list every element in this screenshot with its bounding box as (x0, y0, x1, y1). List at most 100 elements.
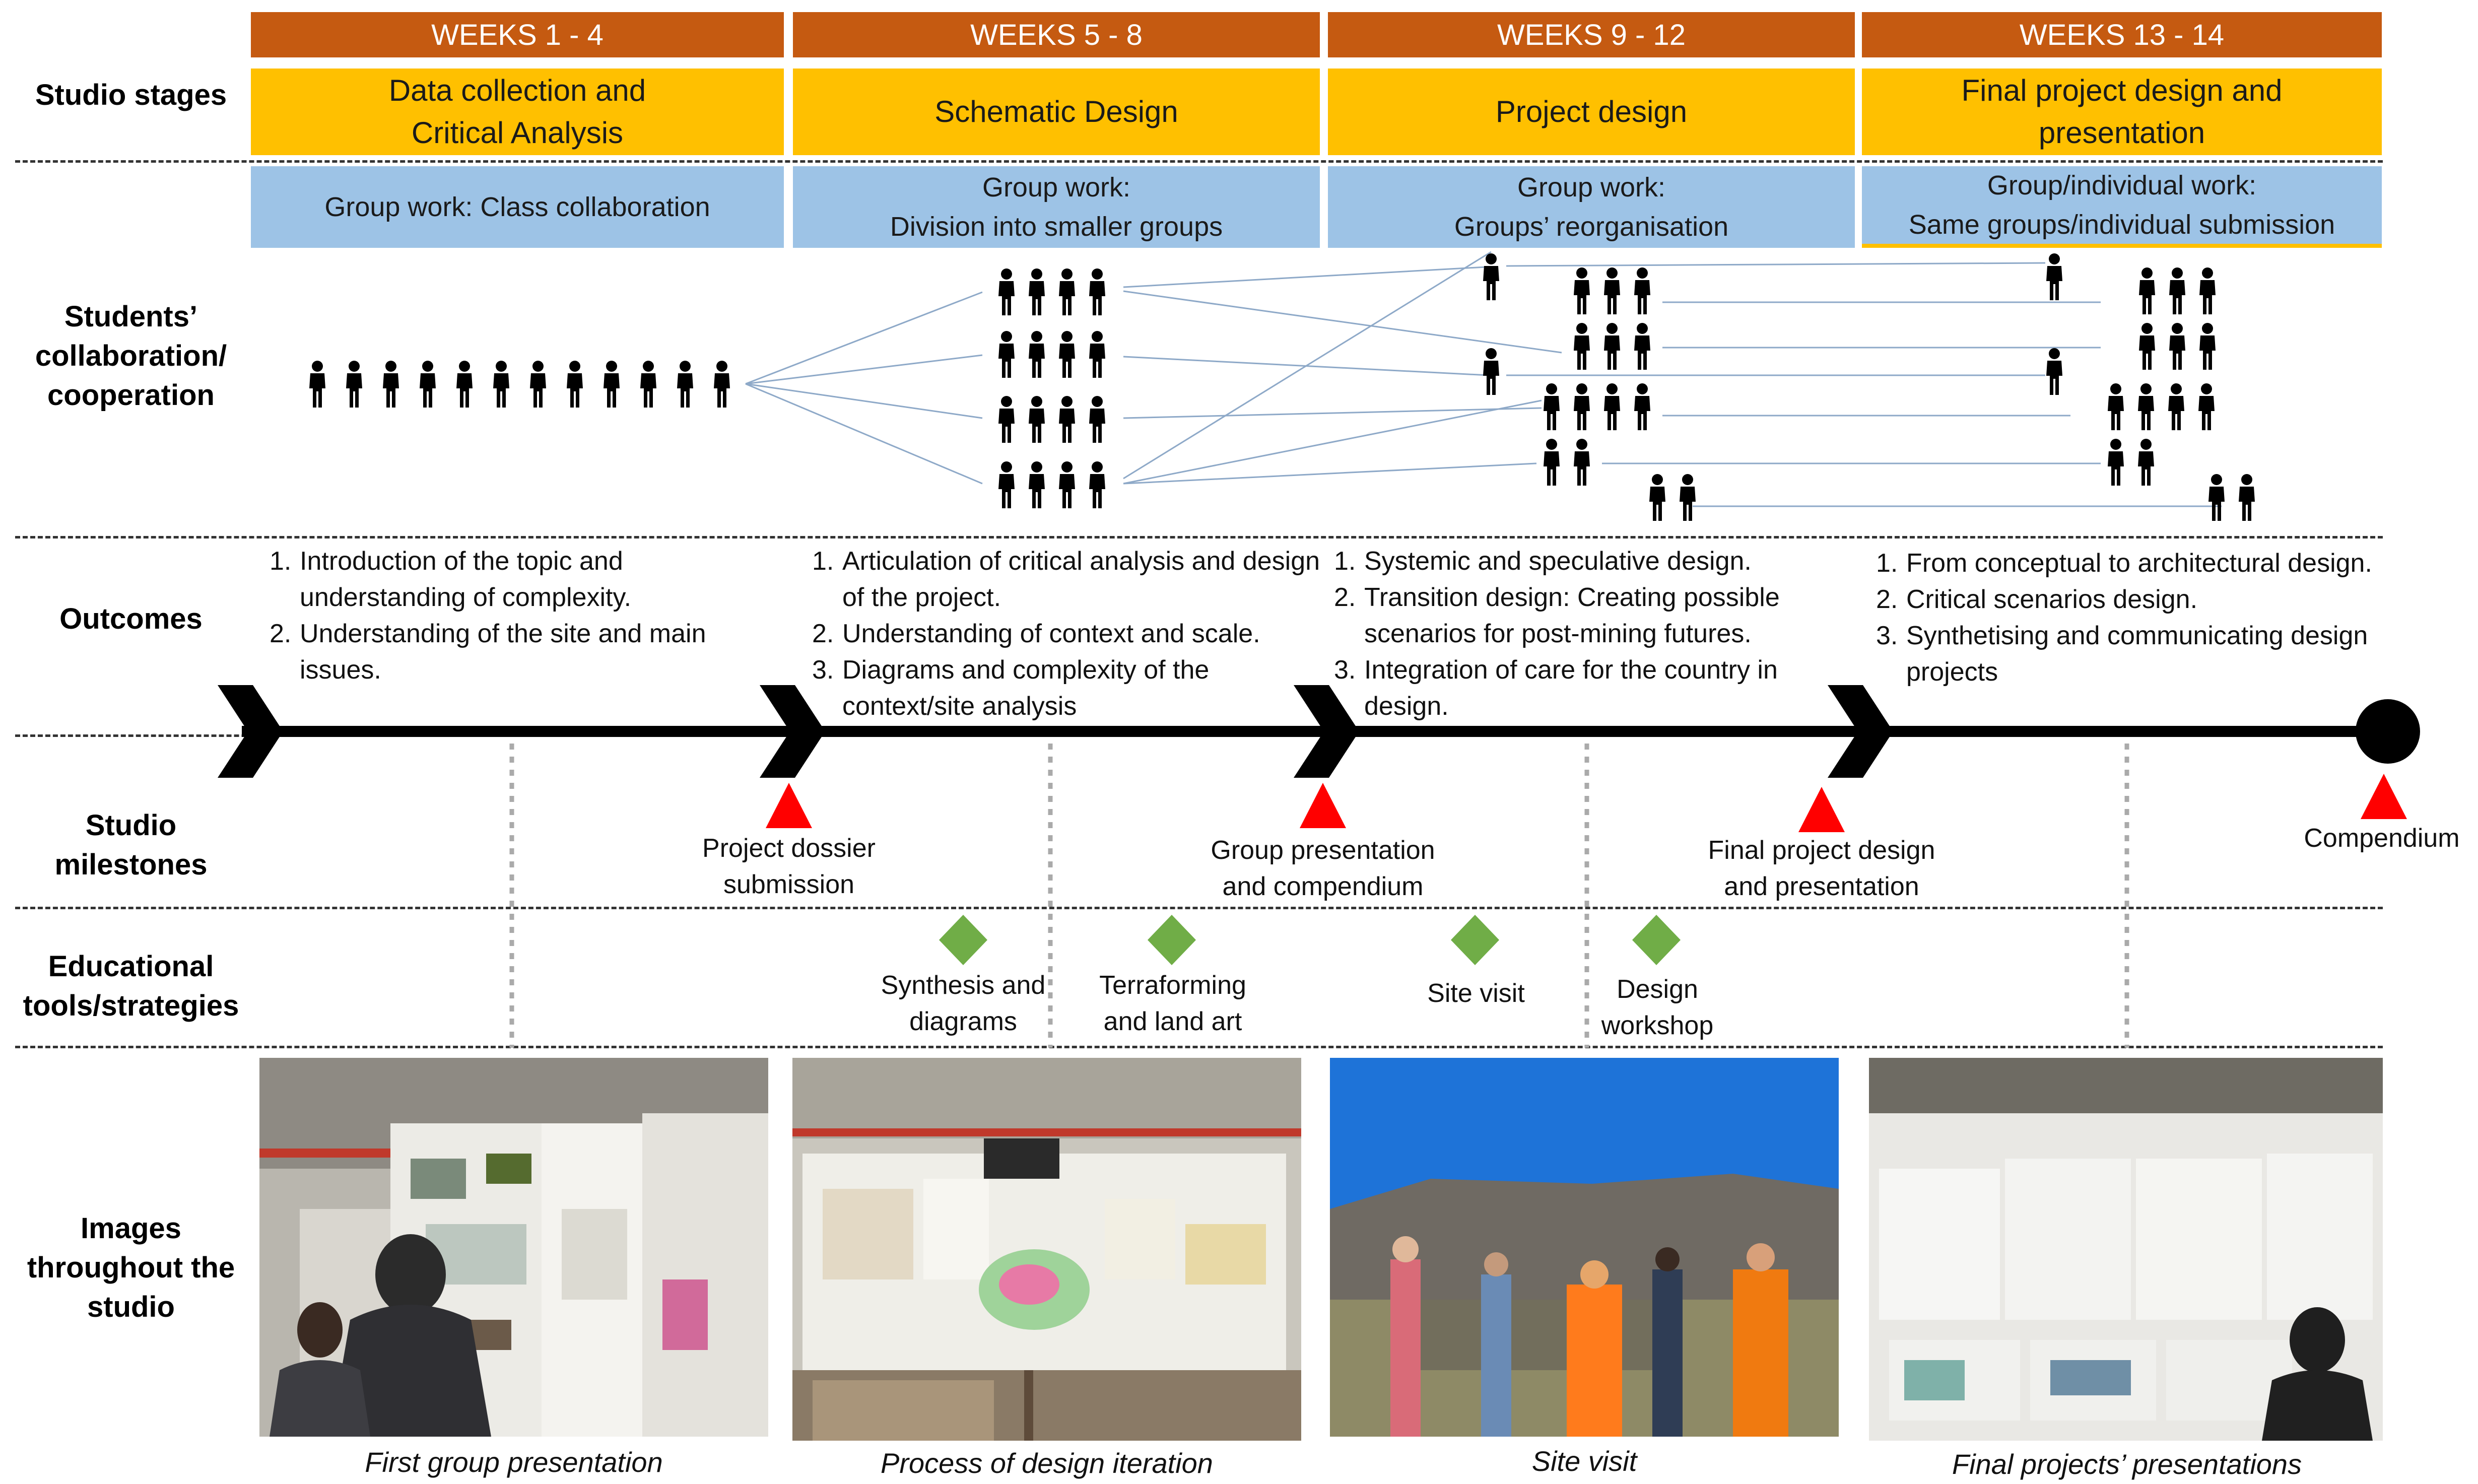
timeline (218, 685, 2420, 1048)
photo-illustration (1869, 1058, 2383, 1441)
stage-box-3: Project design (1328, 69, 1855, 155)
connector-line (1123, 251, 1492, 480)
photo-site-visit (1330, 1058, 1839, 1437)
group-work-box-1: Group work: Class collaboration (251, 166, 784, 248)
outcome-item: 2.Understanding of context and scale. (812, 619, 1260, 648)
person-icon (998, 268, 1015, 315)
person-icon (309, 361, 325, 408)
collaboration-network (309, 251, 2255, 521)
person-icon (493, 361, 509, 408)
chevron-arrow-icon (760, 685, 825, 778)
person-icon (1059, 268, 1075, 315)
person-icon (1089, 331, 1105, 378)
weeks-bar-4: WEEKS 13 - 14 (1862, 12, 2382, 57)
tool-label-design-workshop: Design workshop (1601, 975, 1714, 1040)
green-diamond-icon (1632, 915, 1681, 965)
outcome-item: 3.Diagrams and complexity of the context… (812, 655, 1210, 721)
connector-line (1123, 290, 1562, 354)
person-icon (1634, 383, 1650, 430)
photo-final-presentations (1869, 1058, 2383, 1441)
weeks-bar-3: WEEKS 9 - 12 (1328, 12, 1855, 57)
outcome-item: 3.Synthetising and communicating design … (1876, 621, 2368, 687)
person-icon (2168, 383, 2184, 430)
green-diamond-icon (1451, 915, 1499, 965)
chevron-arrow-icon (1828, 685, 1893, 778)
person-icon (677, 361, 693, 408)
group-work-box-3: Group work: Groups’ reorganisation (1328, 166, 1855, 248)
outcome-item: 2.Understanding of the site and main iss… (270, 619, 706, 685)
person-icon (420, 361, 436, 408)
row-divider (15, 1046, 2383, 1048)
person-icon (604, 361, 620, 408)
stage-box-2: Schematic Design (793, 69, 1320, 155)
row-divider (15, 536, 2383, 538)
person-icon (1029, 268, 1045, 315)
photo-design-iteration (792, 1058, 1301, 1441)
outcome-item: 1.From conceptual to architectural desig… (1876, 549, 2372, 578)
outcome-item: 1.Introduction of the topic and understa… (270, 547, 632, 612)
person-icon (2198, 383, 2215, 430)
row-label-images: Images throughout the studio (27, 1212, 235, 1323)
outcome-item: 3.Integration of care for the country in… (1334, 655, 1778, 721)
person-icon (1059, 461, 1075, 508)
person-icon (1649, 474, 1665, 521)
person-icon (2169, 323, 2185, 370)
person-icon (2138, 383, 2154, 430)
connector-line (745, 354, 983, 385)
row-label-studio-stages: Studio stages (35, 79, 227, 111)
caption-final-presentations: Final projects’ presentations (1952, 1448, 2302, 1480)
green-diamond-icon (1148, 915, 1196, 965)
photo-first-group-presentation (259, 1058, 768, 1437)
person-icon (2139, 323, 2155, 370)
person-icon (1680, 474, 1696, 521)
person-icon (1634, 267, 1650, 314)
person-icon (1029, 396, 1045, 443)
row-label-tools: Educational tools/strategies (23, 950, 239, 1022)
person-icon (1574, 323, 1590, 370)
person-icon (1089, 461, 1105, 508)
outcomes-list-4: 1.From conceptual to architectural desig… (1876, 545, 2380, 690)
tool-label-terraforming: Terraforming and land art (1099, 971, 1246, 1036)
green-diamond-icon (939, 915, 987, 965)
person-icon (2199, 323, 2216, 370)
connector-line (1123, 407, 1542, 419)
weeks-bar-1: WEEKS 1 - 4 (251, 12, 784, 57)
person-icon (1029, 461, 1045, 508)
person-icon (2208, 474, 2225, 521)
milestone-label-dossier: Project dossier submission (702, 834, 876, 899)
caption-site-visit: Site visit (1531, 1445, 1637, 1477)
person-icon (2139, 267, 2155, 314)
person-icon (640, 361, 656, 408)
person-icon (1544, 439, 1560, 486)
connector-lines (745, 251, 2222, 507)
row-divider (15, 907, 2383, 909)
person-icon (714, 361, 730, 408)
red-triangle-icon (1798, 787, 1845, 832)
outcome-item: 2.Transition design: Creating possible s… (1334, 583, 1780, 648)
stage-box-4: Final project design and presentation (1862, 69, 2382, 155)
connector-line (745, 383, 983, 419)
person-icon (1059, 396, 1075, 443)
person-icon (567, 361, 583, 408)
person-icon (998, 396, 1015, 443)
outcome-item: 1.Articulation of critical analysis and … (812, 547, 1320, 612)
person-icon (383, 361, 399, 408)
red-triangle-icon (2361, 774, 2407, 819)
row-label-collaboration: Students’ collaboration/ cooperation (35, 300, 227, 412)
caption-design-iteration: Process of design iteration (881, 1447, 1213, 1479)
person-icon (2239, 474, 2255, 521)
red-triangle-icon (766, 783, 812, 828)
outcomes-list-2: 1.Articulation of critical analysis and … (812, 543, 1326, 724)
milestone-label-compendium: Compendium (2304, 824, 2460, 853)
milestone-label-group-presentation: Group presentation and compendium (1211, 836, 1435, 901)
person-icon (2108, 439, 2124, 486)
outcome-item: 2.Critical scenarios design. (1876, 585, 2198, 614)
connector-line (745, 383, 983, 485)
row-label-milestones: Studio milestones (54, 809, 208, 881)
stage-box-1: Data collection and Critical Analysis (251, 69, 784, 155)
person-icon (1604, 383, 1620, 430)
person-icon (1604, 267, 1620, 314)
person-icon (2046, 348, 2062, 395)
person-icon (1574, 439, 1590, 486)
